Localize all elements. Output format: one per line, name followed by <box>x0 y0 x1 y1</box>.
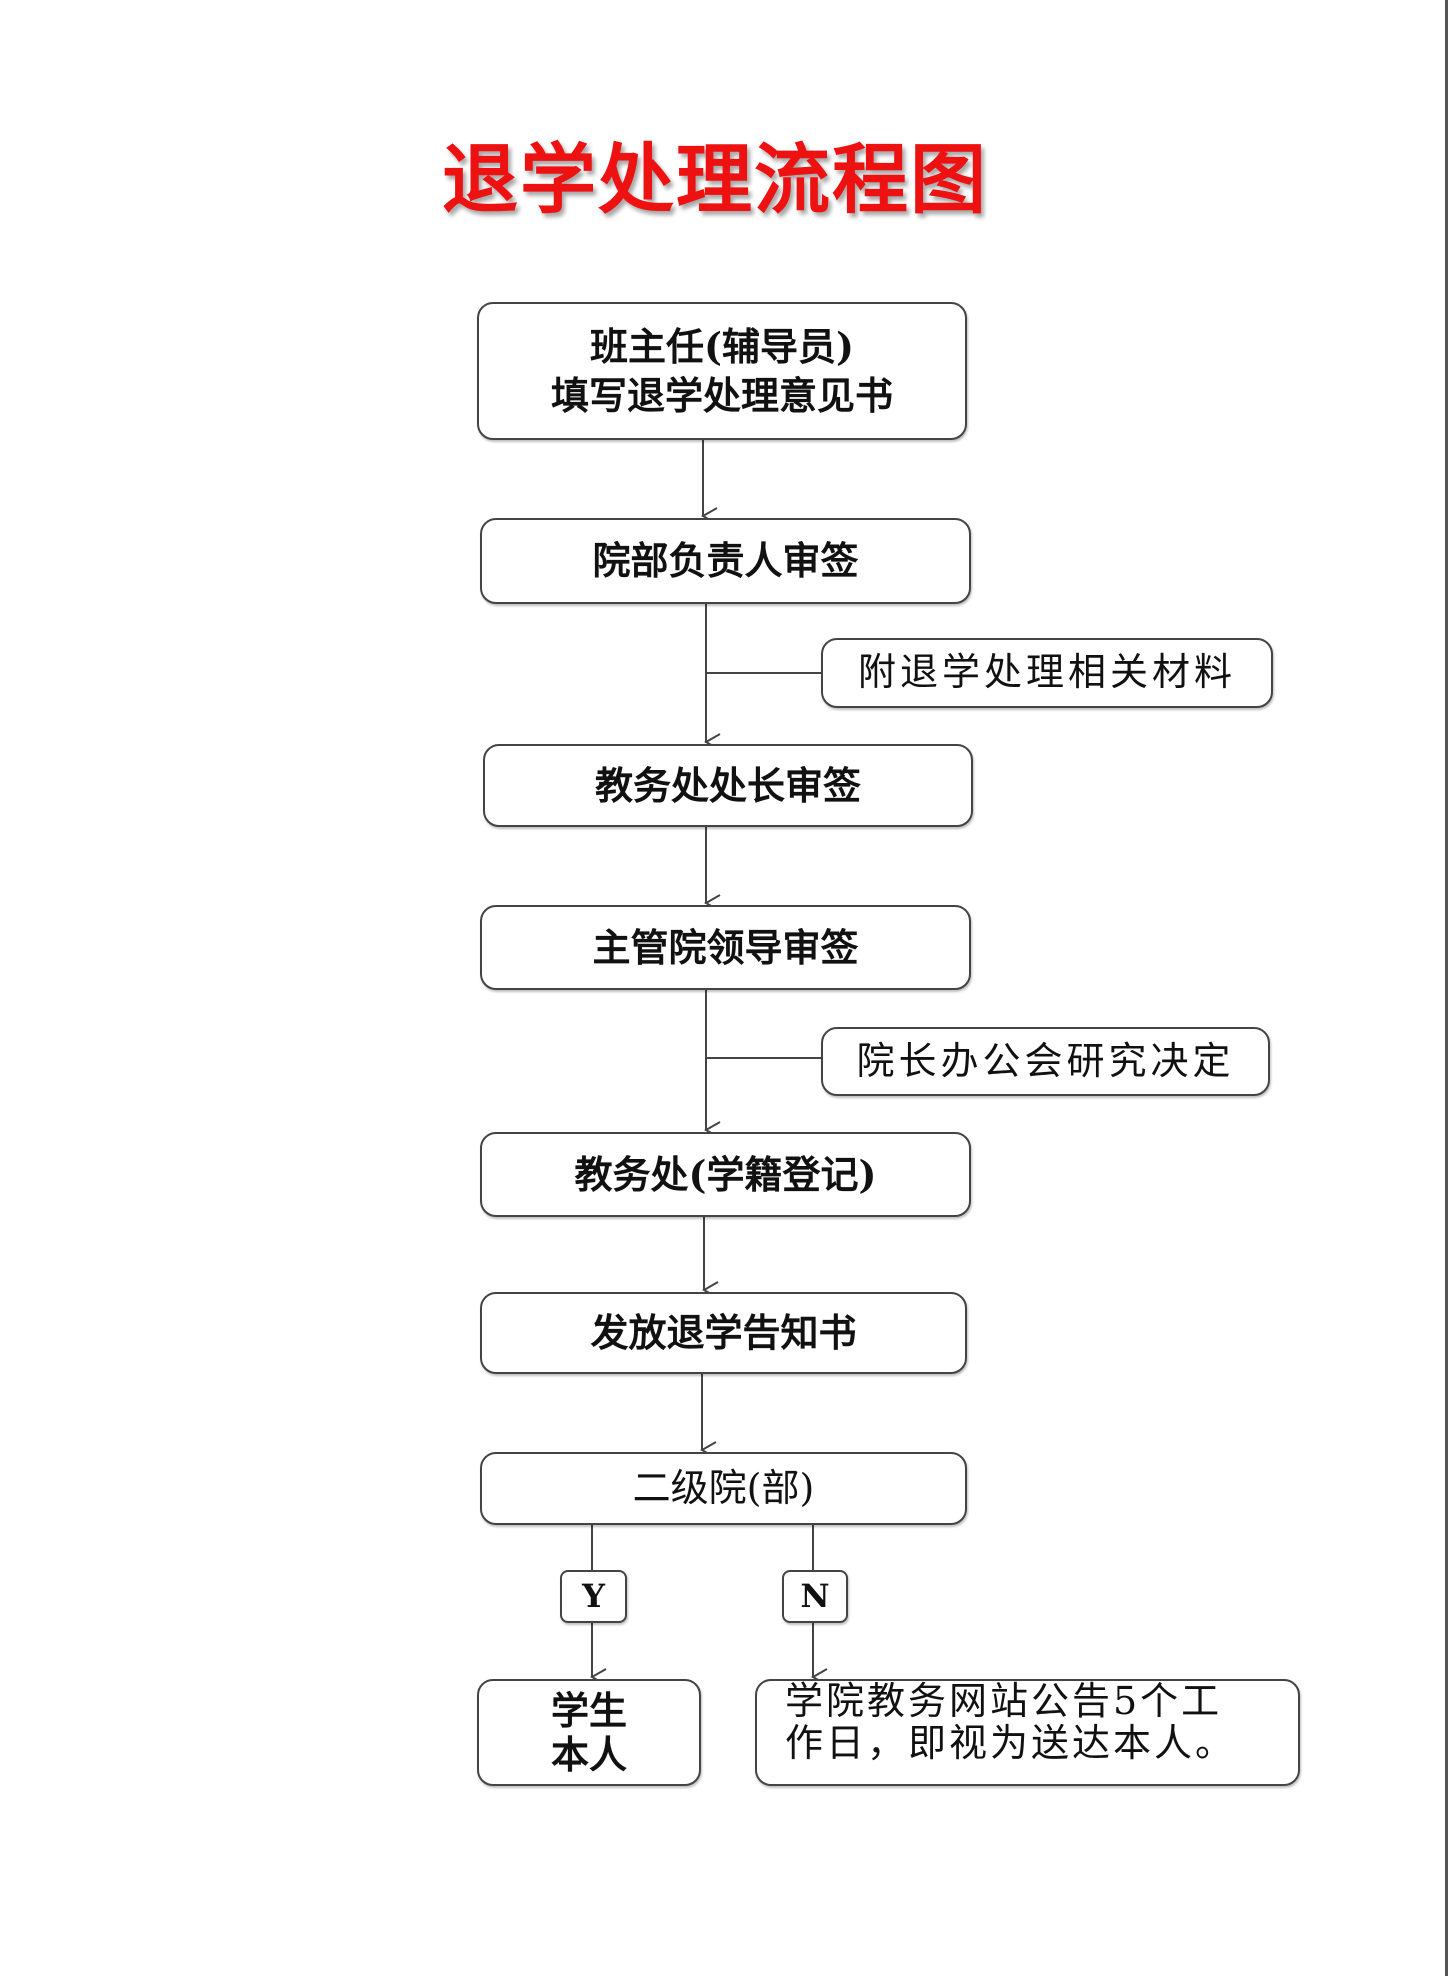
node-dept-head-sign: 院部负责人审签 <box>480 518 971 604</box>
node-academic-director-sign: 教务处处长审签 <box>483 744 973 827</box>
node-issue-notice: 发放退学告知书 <box>480 1292 967 1374</box>
node-label: 学院教务网站公告5个工 <box>785 1679 1223 1723</box>
node-label: 本人 <box>550 1731 627 1777</box>
page-title: 退学处理流程图 <box>442 135 988 224</box>
node-label: 班主任(辅导员) <box>590 323 854 369</box>
node-student: 学生 本人 <box>477 1679 701 1786</box>
node-registration: 教务处(学籍登记) <box>480 1132 971 1217</box>
node-teacher-fill-form: 班主任(辅导员) 填写退学处理意见书 <box>477 302 967 440</box>
node-label: 二级院(部) <box>632 1465 815 1510</box>
node-secondary-college: 二级院(部) <box>480 1452 967 1525</box>
node-label: 主管院领导审签 <box>592 924 859 970</box>
branch-yes: Y <box>560 1570 627 1623</box>
node-website-notice: 学院教务网站公告5个工 作日，即视为送达本人。 <box>755 1679 1300 1786</box>
branch-label: N <box>800 1576 830 1615</box>
node-label: 教务处处长审签 <box>594 762 861 808</box>
page-edge-divider <box>1445 0 1448 1976</box>
side-note-materials: 附退学处理相关材料 <box>821 638 1273 708</box>
node-label: 学生 <box>550 1687 627 1733</box>
node-label: 发放退学告知书 <box>590 1310 857 1356</box>
side-note-label: 院长办公会研究决定 <box>856 1038 1235 1083</box>
node-leader-sign: 主管院领导审签 <box>480 905 971 990</box>
branch-no: N <box>782 1570 848 1623</box>
node-label: 填写退学处理意见书 <box>550 373 893 418</box>
side-note-label: 附退学处理相关材料 <box>857 650 1236 695</box>
node-label: 院部负责人审签 <box>592 538 859 584</box>
node-label: 作日，即视为送达本人。 <box>785 1720 1237 1765</box>
node-label: 教务处(学籍登记) <box>574 1151 877 1197</box>
branch-label: Y <box>582 1576 605 1615</box>
side-note-president-meeting: 院长办公会研究决定 <box>821 1027 1270 1096</box>
